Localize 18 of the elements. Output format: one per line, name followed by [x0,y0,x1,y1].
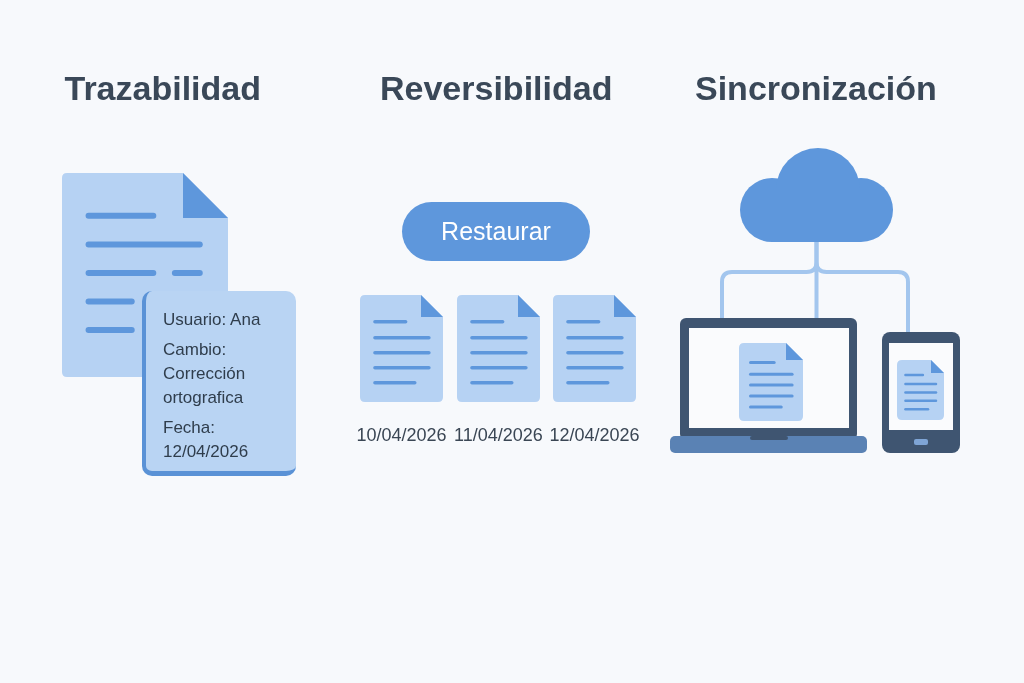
info-card [142,291,296,476]
card-text: Fecha: 12/04/2026 [163,417,250,463]
date-label: 10/04/2026 [356,424,447,446]
connector-line [814,240,910,334]
date-label: 11/04/2026 [454,424,543,446]
document-icon [457,295,540,402]
restore-button: Restaurar [402,202,590,261]
document-icon [553,295,636,402]
card-text: Cambio: Corrección ortografica [163,339,247,409]
laptop-icon [670,318,867,453]
heading: Reversibilidad [380,68,613,108]
card-text: Usuario: Ana [163,309,262,331]
phone-icon [882,332,960,453]
document-icon [360,295,443,402]
heading: Sincronización [695,68,937,108]
cloud-icon [740,148,893,242]
heading: Trazabilidad [64,68,261,108]
date-label: 12/04/2026 [549,424,640,446]
